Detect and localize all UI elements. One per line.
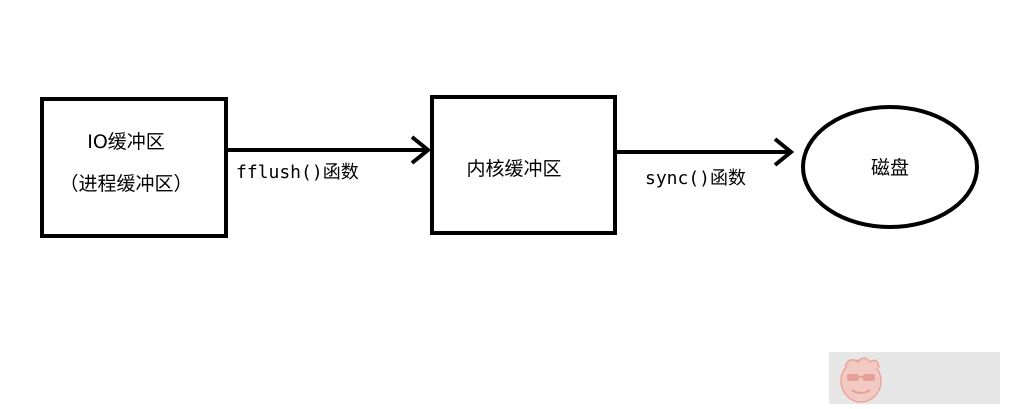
sync-arrow: sync()函数 xyxy=(615,137,795,189)
kernel-buffer-label: 内核缓冲区 xyxy=(466,158,561,180)
disk-ellipse xyxy=(801,105,979,229)
watermark xyxy=(829,352,1000,404)
process-buffer-subtitle: （进程缓冲区） xyxy=(59,173,192,195)
process-buffer-title: IO缓冲区 xyxy=(87,131,165,153)
sync-arrow-head xyxy=(773,137,795,167)
process-buffer-node: IO缓冲区 （进程缓冲区） xyxy=(40,97,228,238)
mascot-logo-icon xyxy=(840,357,882,403)
process-buffer-box xyxy=(40,97,228,238)
disk-label: 磁盘 xyxy=(871,157,909,179)
fflush-arrow: fflush()函数 xyxy=(226,135,432,183)
sync-label: sync()函数 xyxy=(645,168,746,189)
disk-node: 磁盘 xyxy=(801,105,979,229)
fflush-arrow-head xyxy=(410,135,432,165)
kernel-buffer-box xyxy=(430,95,617,235)
fflush-label: fflush()函数 xyxy=(236,162,359,183)
kernel-buffer-node: 内核缓冲区 xyxy=(430,95,617,235)
